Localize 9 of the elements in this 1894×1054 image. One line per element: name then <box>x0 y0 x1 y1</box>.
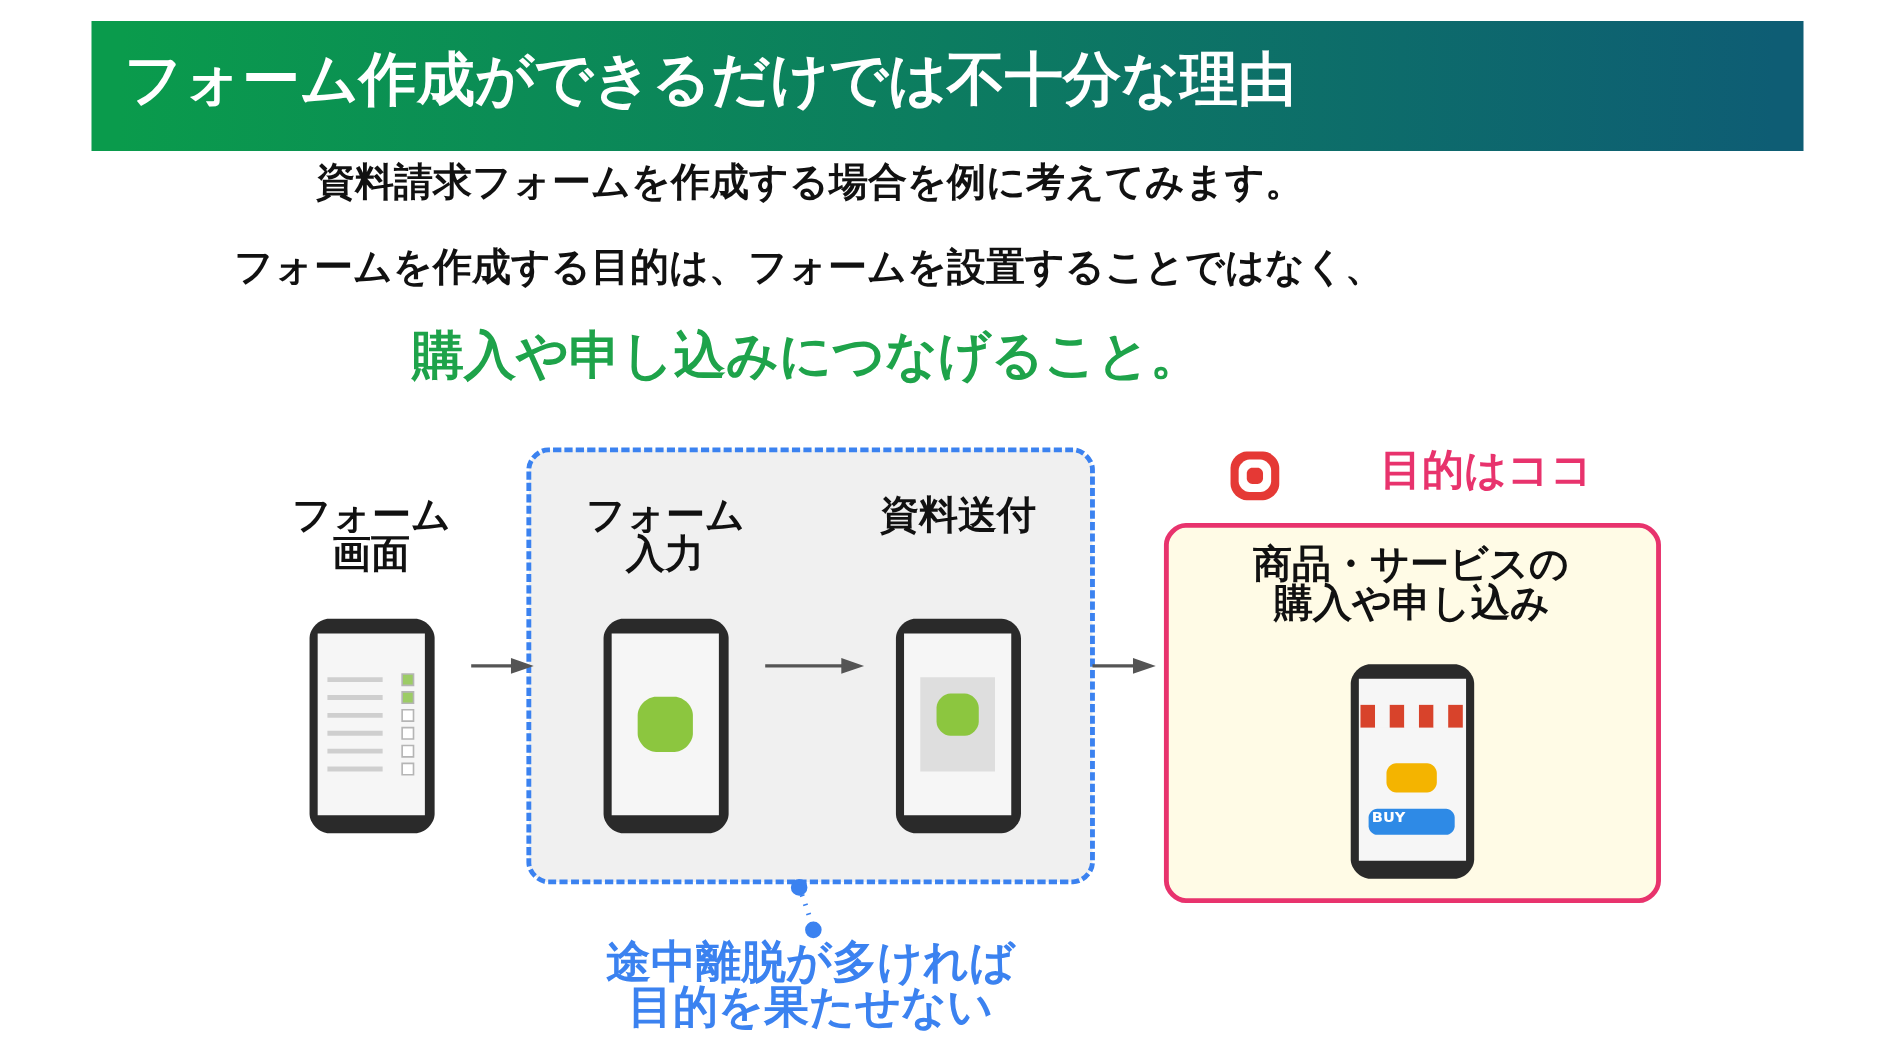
node-label: 目的はココ <box>1379 445 1593 495</box>
node-label: フォーム入力 <box>585 492 745 577</box>
label: フォームを作成する目的は、フォームを設置することではなく、 <box>233 243 1384 289</box>
diagram-title: フォーム作成ができるだけでは不十分な理由 <box>123 44 1296 113</box>
node-label: フォーム画面 <box>291 492 451 577</box>
label: 資料請求フォームを作成する場合を例に考えてみます。 <box>315 159 1304 205</box>
node-text: 途中離脱が多ければ目的を果たせない <box>605 934 1015 1034</box>
node-label: 資料送付 <box>879 492 1036 538</box>
label: 購入や申し込みにつなげること。 <box>411 324 1202 385</box>
